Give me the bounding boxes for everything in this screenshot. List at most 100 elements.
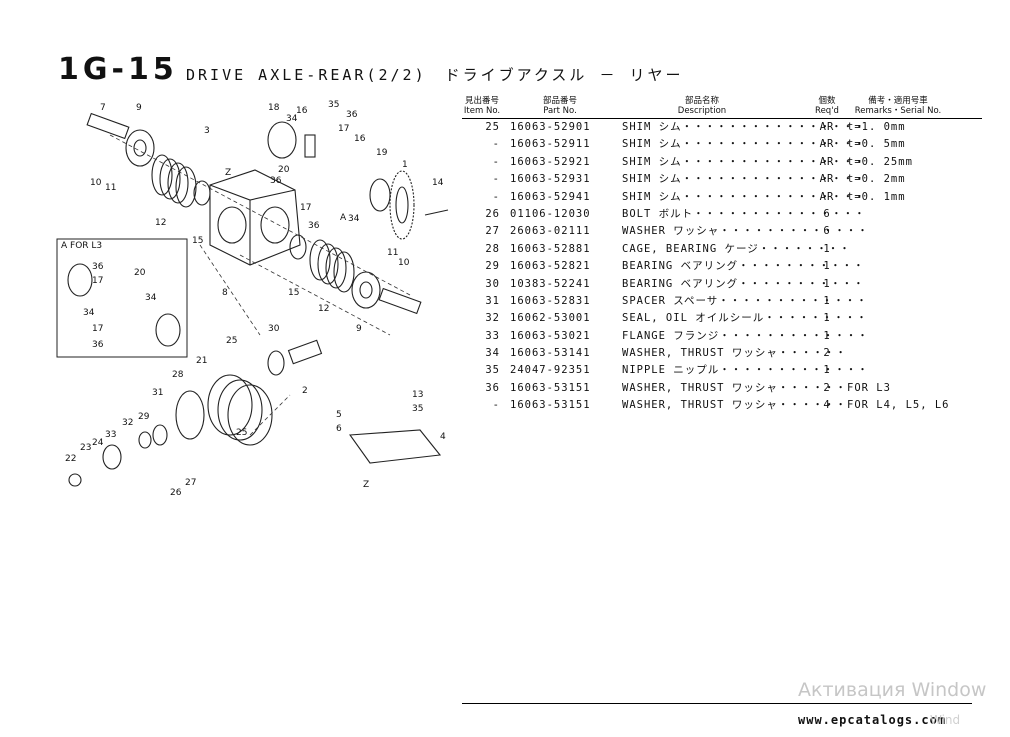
svg-text:10: 10 (398, 258, 410, 268)
svg-text:34: 34 (83, 308, 95, 318)
svg-text:15: 15 (192, 236, 203, 246)
cell-item: 26 (485, 207, 500, 220)
svg-text:29: 29 (138, 412, 150, 422)
cell-part: 24047-92351 (510, 364, 591, 377)
cell-part: 16063-52921 (510, 155, 591, 168)
cell-desc: SHIM シム・・・・・・・・・・・・・・・・ (622, 138, 866, 151)
cell-qty: 6 (823, 207, 831, 220)
svg-text:25: 25 (236, 428, 247, 438)
svg-text:36: 36 (92, 340, 104, 350)
cell-part: 16063-52901 (510, 121, 591, 133)
svg-text:34: 34 (348, 214, 360, 224)
table-header: 見出番号 Item No. 部品番号 Part No. 部品名称 Descrip… (462, 96, 982, 119)
header-item-jp: 見出番号 (464, 96, 499, 106)
svg-text:13: 13 (412, 390, 423, 400)
cell-qty: AR (819, 190, 835, 203)
cell-desc: FLANGE フランジ・・・・・・・・・・・・・ (622, 329, 869, 342)
svg-text:12: 12 (318, 304, 329, 314)
svg-text:5: 5 (336, 410, 342, 420)
cell-qty: 1 (823, 312, 831, 325)
footer-url[interactable]: www.epcatalogs.com (798, 713, 947, 727)
cell-qty: 1 (823, 294, 831, 307)
cell-desc: BEARING ベアリング・・・・・・・・・・・ (622, 260, 865, 273)
svg-text:11: 11 (387, 248, 398, 258)
cell-qty: 1 (823, 277, 831, 290)
svg-text:19: 19 (376, 148, 388, 158)
svg-text:24: 24 (92, 438, 104, 448)
svg-text:1: 1 (402, 160, 408, 170)
svg-text:35: 35 (328, 100, 339, 110)
cell-item: 27 (485, 225, 500, 238)
cell-rem: t=1. 0mm (847, 121, 906, 133)
cell-item: - (492, 155, 500, 168)
svg-text:12: 12 (155, 218, 166, 228)
cell-desc: SEAL, OIL オイルシール・・・・・・・・・ (622, 312, 868, 325)
cell-part: 16062-53001 (510, 312, 591, 325)
svg-text:Z: Z (363, 480, 369, 490)
svg-text:2: 2 (302, 386, 308, 396)
header-rem-en: Remarks・Serial No. (854, 106, 942, 116)
svg-text:9: 9 (136, 103, 142, 113)
svg-text:7: 7 (100, 103, 106, 113)
cell-item: 35 (485, 364, 500, 377)
svg-text:36: 36 (346, 110, 358, 120)
svg-text:22: 22 (65, 454, 76, 464)
svg-text:25: 25 (226, 336, 237, 346)
cell-desc: NIPPLE ニップル・・・・・・・・・・・・・ (622, 364, 869, 377)
svg-text:4: 4 (440, 432, 446, 442)
cell-qty: AR (819, 138, 835, 151)
cell-desc: BEARING ベアリング・・・・・・・・・・・ (622, 277, 865, 290)
cell-part: 16063-53021 (510, 329, 591, 342)
svg-text:34: 34 (286, 114, 298, 124)
svg-text:17: 17 (300, 203, 311, 213)
cell-desc: SHIM シム・・・・・・・・・・・・・・・・ (622, 155, 866, 168)
page-code: 1G-15 (58, 52, 178, 87)
svg-text:18: 18 (268, 103, 280, 113)
footer-rule (462, 703, 972, 704)
cell-item: 31 (485, 294, 500, 307)
svg-text:32: 32 (122, 418, 133, 428)
header-qty-en: Req'd (815, 106, 839, 116)
svg-text:10: 10 (90, 178, 102, 188)
cell-desc: CAGE, BEARING ケージ・・・・・・・・ (622, 242, 851, 255)
cell-desc: WASHER, THRUST ワッシャ・・・・・・ (622, 381, 847, 394)
cell-part: 16063-52821 (510, 260, 591, 273)
cell-desc: SPACER スペーサ・・・・・・・・・・・・・ (622, 294, 868, 307)
svg-text:34: 34 (145, 293, 157, 303)
svg-text:36: 36 (92, 262, 104, 272)
inset-label: A FOR L3 (61, 241, 102, 251)
cell-desc: WASHER ワッシャ・・・・・・・・・・・・・ (622, 225, 869, 238)
svg-text:8: 8 (222, 288, 228, 298)
cell-qty: 1 (823, 364, 831, 377)
svg-text:14: 14 (432, 178, 444, 188)
cell-item: 25 (485, 121, 500, 133)
cell-part: 16063-52941 (510, 190, 591, 203)
cell-part: 16063-53151 (510, 399, 591, 412)
table-row: 35 24047-92351 NIPPLE ニップル・・・・・・・・・・・・・1 (462, 362, 982, 379)
cell-part: 16063-52831 (510, 294, 591, 307)
header-desc-jp: 部品名称 (684, 96, 719, 106)
cell-rem: t=0. 5mm (847, 138, 906, 151)
cell-item: 28 (485, 242, 500, 255)
cell-rem: FOR L4, L5, L6 (847, 399, 950, 412)
svg-text:15: 15 (288, 288, 299, 298)
cell-qty: 1 (823, 329, 831, 342)
cell-part: 26063-02111 (510, 225, 591, 238)
svg-text:A: A (340, 213, 347, 223)
cell-part: 16063-52911 (510, 138, 591, 151)
cell-part: 16063-53141 (510, 347, 591, 360)
svg-text:33: 33 (105, 430, 116, 440)
parts-table: 見出番号 Item No. 部品番号 Part No. 部品名称 Descrip… (462, 96, 982, 415)
svg-text:11: 11 (105, 183, 116, 193)
